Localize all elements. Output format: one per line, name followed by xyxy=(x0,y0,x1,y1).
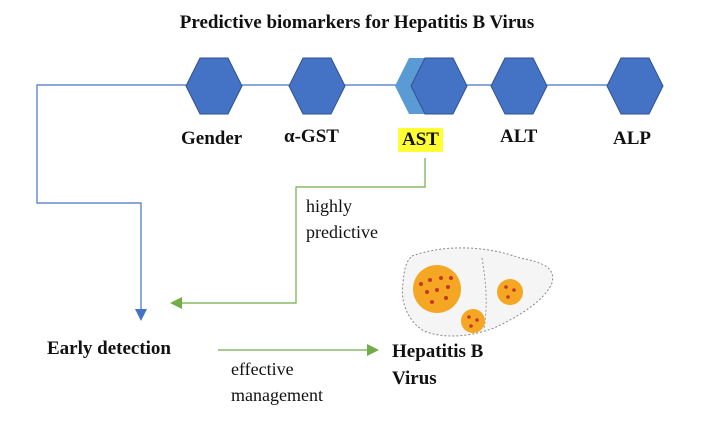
gender-to-detection-line xyxy=(36,84,186,321)
biomarker-label-alpha-gst: α-GST xyxy=(284,126,339,147)
tumor-bottom xyxy=(461,309,485,333)
biomarker-label-alp: ALP xyxy=(613,128,651,149)
biomarker-label-alt: ALT xyxy=(500,126,538,147)
biomarker-label-ast: AST xyxy=(398,128,443,152)
hexagon-alt xyxy=(490,57,548,115)
early-detection-label: Early detection xyxy=(47,338,172,359)
hexagon-alpha-gst xyxy=(288,57,346,115)
hexagon-ast xyxy=(395,57,468,115)
note-highly-predictive: highly predictive xyxy=(306,196,378,242)
biomarker-label-gender: Gender xyxy=(181,128,243,149)
diagram-title: Predictive biomarkers for Hepatitis B Vi… xyxy=(179,12,535,33)
liver-illustration xyxy=(401,247,554,337)
hexagon-alp xyxy=(606,57,664,115)
hexagon-gender xyxy=(185,57,243,115)
note-effective-management: effective management xyxy=(231,359,323,405)
hbv-label: Hepatitis B Virus xyxy=(392,341,484,389)
ast-to-detection-line xyxy=(170,158,426,309)
tumor-right xyxy=(497,279,523,305)
tumor-large xyxy=(413,265,461,313)
